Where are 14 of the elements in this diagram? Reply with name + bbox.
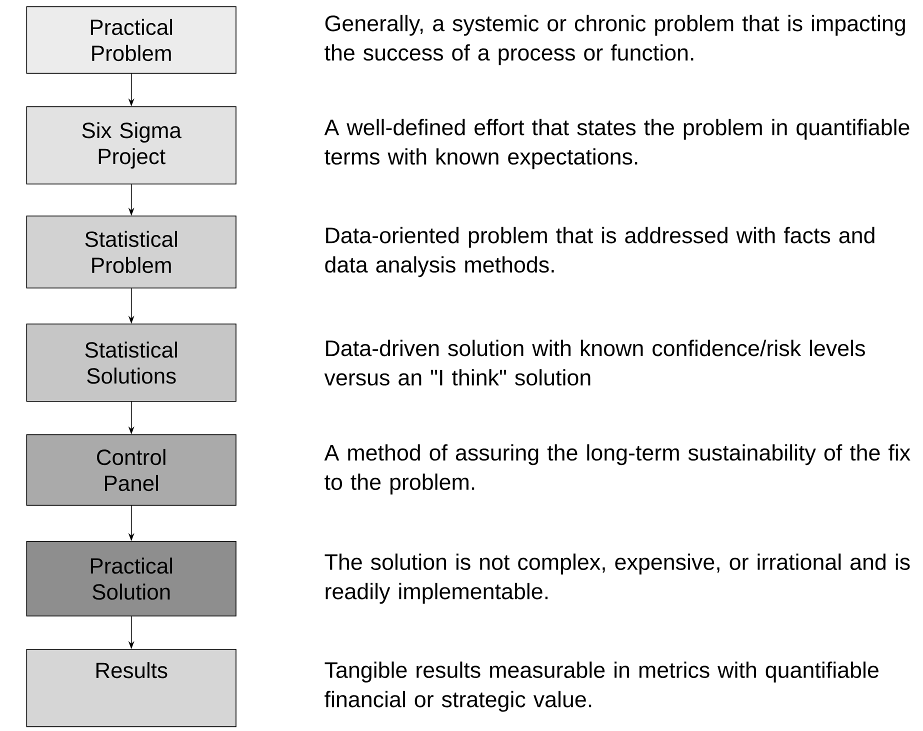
description-text: Data-oriented problem that is addressed with facts and data analysis methods. xyxy=(325,226,874,278)
description-text: Tangible results measurable in metrics with quantifiable financial or strategic value. xyxy=(324,662,878,712)
description-text: Generally, a systemic or chronic problem that is impacting the success of a process or function. xyxy=(324,14,905,66)
process-box: Six Sigma Project xyxy=(26,106,236,184)
description-text: A method of assuring the long-term sustainability of the fix to the problem. xyxy=(324,444,910,494)
description-text: Data-driven solution with known confidence/risk levels versus an "I think" solution xyxy=(324,340,865,386)
description-text: The solution is not complex, expensive, or irrational and is readily implementable. xyxy=(324,554,910,604)
process-box: Practical Solution xyxy=(26,540,236,616)
process-box: Statistical Solutions xyxy=(26,324,236,402)
process-box: Control Panel xyxy=(26,434,236,506)
process-box: Statistical Problem xyxy=(26,216,236,288)
process-box: Results xyxy=(26,648,236,728)
description-text: A well-defined effort that states the problem in quantifiable terms with known expectations. xyxy=(324,118,910,170)
process-box: Practical Problem xyxy=(26,6,236,74)
